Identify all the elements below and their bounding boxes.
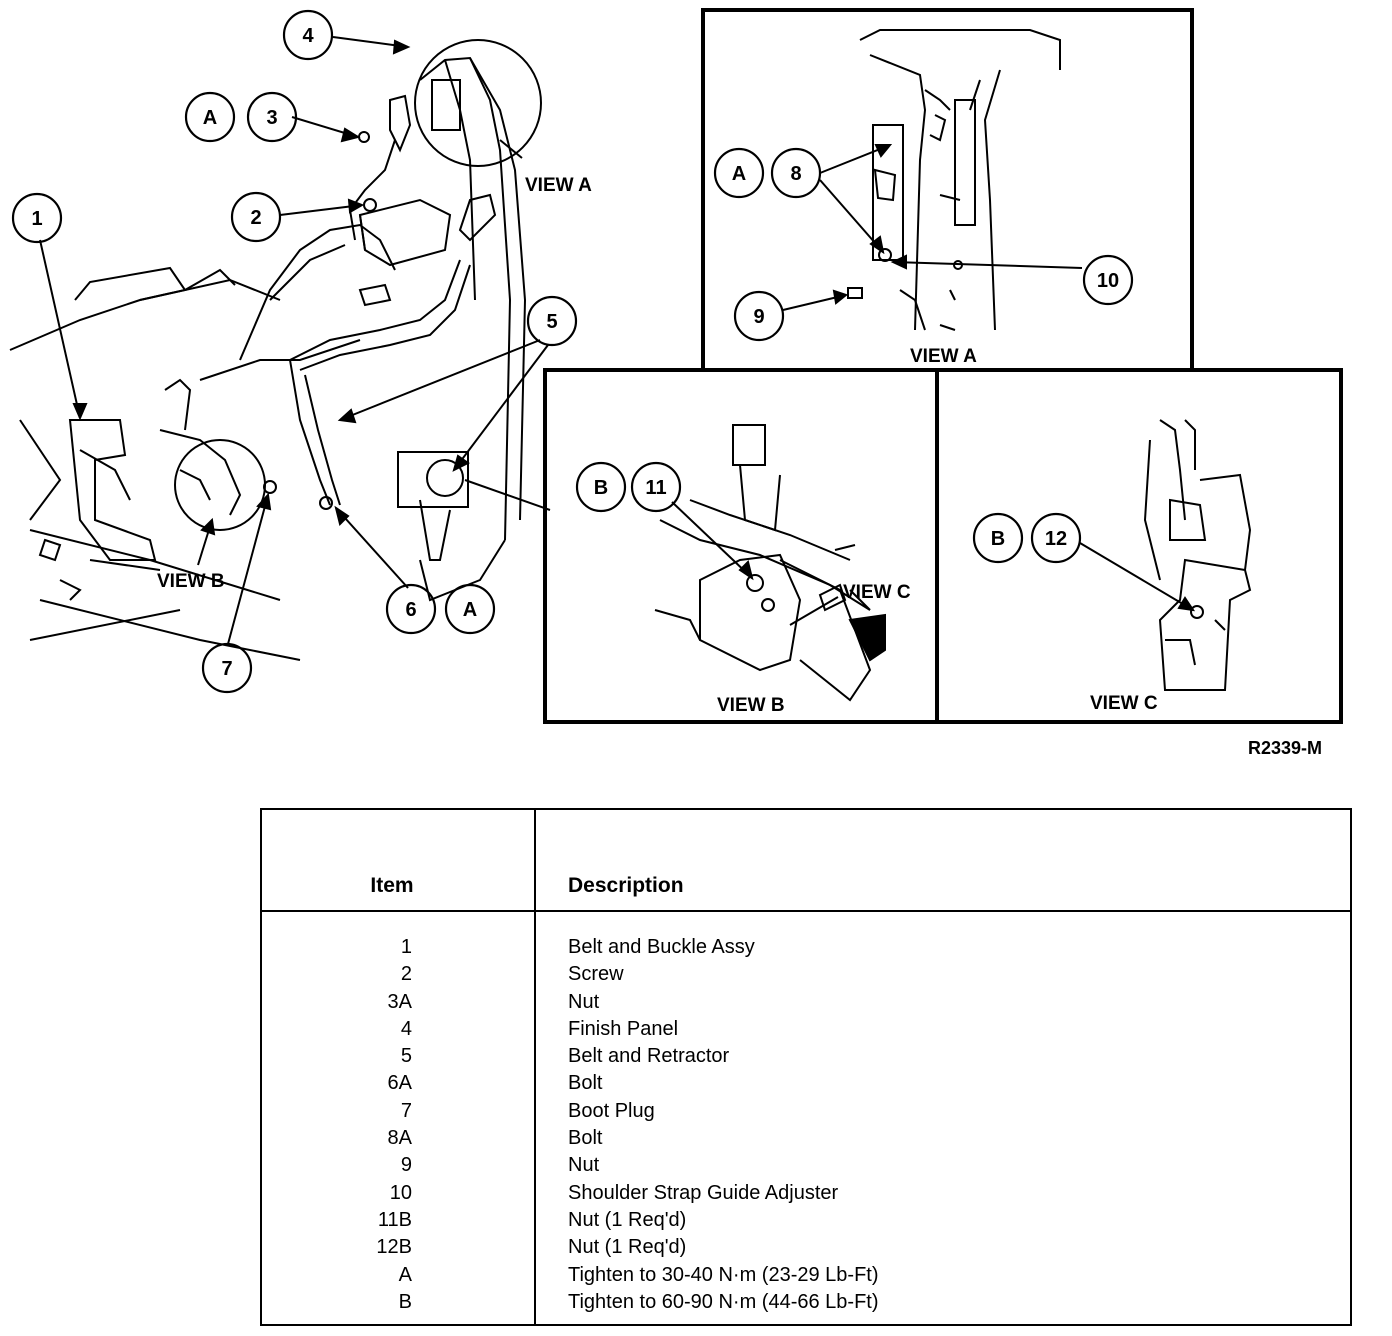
figure-code: R2339-M [1248, 738, 1323, 758]
callout-3: 3 [266, 107, 277, 129]
description-cell: Nut (1 Req'd) [568, 1236, 687, 1259]
column-divider [534, 810, 536, 1324]
view-a-illustration [847, 29, 1061, 331]
view-b-leaders [671, 501, 839, 626]
item-cell: 4 [400, 1017, 412, 1040]
table-row: 7 Boot Plug [262, 1100, 1350, 1127]
view-c-label-inset-b: VIEW C [843, 582, 911, 603]
description-cell: Bolt [568, 1127, 603, 1150]
item-cell: 8A [387, 1127, 412, 1150]
item-cell: 9 [400, 1154, 412, 1177]
table-row: 8A Bolt [262, 1127, 1350, 1154]
callout-letter-b: B [594, 477, 608, 499]
callout-letter-b: B [991, 528, 1005, 550]
item-cell: 10 [389, 1181, 412, 1204]
callout-6: 6 [405, 599, 416, 621]
view-b-frame [543, 368, 939, 724]
callout-letter-a: A [203, 107, 217, 129]
callout-4: 4 [302, 25, 314, 47]
item-cell: 11B [377, 1208, 412, 1231]
table-row: B Tighten to 60-90 N·m (44-66 Lb-Ft) [262, 1291, 1350, 1318]
view-labels: VIEW A VIEW B VIEW A VIEW C VIEW B VIEW … [157, 175, 1158, 716]
view-a-label-main: VIEW A [525, 175, 592, 196]
view-c-illustration [1143, 419, 1252, 691]
description-cell: Belt and Retractor [568, 1045, 730, 1068]
callout-11: 11 [645, 477, 666, 499]
main-illustration [9, 39, 551, 661]
table-row: 6A Bolt [262, 1072, 1350, 1099]
description-cell: Nut [568, 990, 600, 1013]
callout-2: 2 [250, 207, 261, 229]
callout-10: 10 [1097, 270, 1119, 292]
description-cell: Bolt [568, 1072, 603, 1095]
item-cell: 2 [400, 963, 412, 986]
callout-8: 8 [790, 163, 801, 185]
description-cell: Tighten to 30-40 N·m (23-29 Lb-Ft) [568, 1263, 879, 1286]
header-rule [262, 910, 1350, 912]
item-cell: 6A [387, 1072, 412, 1095]
item-cell: 7 [400, 1099, 412, 1122]
view-a-label-inset: VIEW A [910, 346, 977, 367]
table-row: 4 Finish Panel [262, 1018, 1350, 1045]
seat-belt-diagram: 1 2 3 A 4 5 6 A 7 A 8 9 10 B 11 B 12 VIE… [9, 8, 1343, 724]
description-cell: Boot Plug [568, 1099, 655, 1122]
table-row: 12B Nut (1 Req'd) [262, 1236, 1350, 1263]
table-rows: 1 Belt and Buckle Assy 2 Screw 3A Nut 4 Finish … [262, 936, 1350, 1318]
view-c-frame [935, 368, 1343, 724]
table-row: A Tighten to 30-40 N·m (23-29 Lb-Ft) [262, 1264, 1350, 1291]
header-description: Description [568, 874, 684, 897]
description-cell: Belt and Buckle Assy [568, 936, 755, 958]
view-c-leaders [1079, 542, 1196, 612]
description-cell: Screw [568, 963, 624, 986]
table-row: 5 Belt and Retractor [262, 1045, 1350, 1072]
callout-12: 12 [1045, 528, 1067, 550]
view-b-illustration [654, 424, 886, 702]
table-row: 2 Screw [262, 963, 1350, 990]
callout-labels: 1 2 3 A 4 5 6 A 7 A 8 9 10 B 11 B 12 [31, 25, 1119, 680]
view-b-label-main: VIEW B [157, 571, 225, 592]
description-cell: Nut [568, 1154, 600, 1177]
leader-lines [39, 36, 549, 645]
table-row: 3A Nut [262, 991, 1350, 1018]
view-b-label-inset: VIEW B [717, 695, 785, 716]
item-cell: B [398, 1290, 412, 1313]
item-cell: 12B [376, 1236, 412, 1259]
item-cell: 3A [387, 990, 412, 1013]
table-row: 1 Belt and Buckle Assy [262, 936, 1350, 963]
description-cell: Shoulder Strap Guide Adjuster [568, 1181, 839, 1204]
item-cell: 5 [400, 1045, 412, 1068]
callout-letter-a: A [732, 163, 746, 185]
table-row: 9 Nut [262, 1154, 1350, 1181]
description-cell: Tighten to 60-90 N·m (44-66 Lb-Ft) [568, 1290, 879, 1313]
description-cell: Finish Panel [568, 1017, 679, 1040]
table-row: 10 Shoulder Strap Guide Adjuster [262, 1182, 1350, 1209]
description-cell: Nut (1 Req'd) [568, 1208, 687, 1231]
callout-letter-a: A [463, 599, 477, 621]
item-cell: A [398, 1263, 412, 1286]
callout-7: 7 [221, 658, 232, 680]
callout-9: 9 [753, 306, 764, 328]
view-a-frame [701, 8, 1194, 372]
table-row: 11B Nut (1 Req'd) [262, 1209, 1350, 1236]
callout-5: 5 [546, 311, 557, 333]
callout-1: 1 [31, 208, 42, 230]
view-c-label-inset: VIEW C [1090, 693, 1158, 714]
view-a-leaders [782, 144, 1083, 311]
item-cell: 1 [400, 936, 412, 958]
callouts [11, 9, 1134, 694]
header-item: Item [370, 874, 414, 897]
